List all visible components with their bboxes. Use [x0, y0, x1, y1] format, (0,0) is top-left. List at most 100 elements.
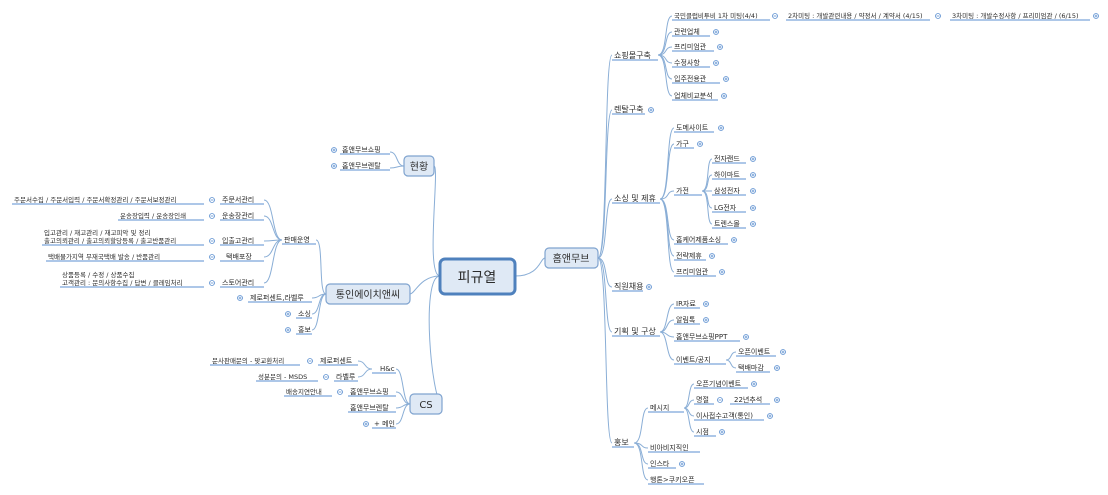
- node-meeting1[interactable]: 국민클럽비투비 1차 미팅(4/4): [672, 11, 770, 21]
- root-node[interactable]: 피규열: [438, 257, 517, 296]
- expand-icon[interactable]: [719, 429, 725, 435]
- node-order-detail[interactable]: 주문서수집 / 주문서입력 / 주문서확정관리 / 주문서보정관리: [12, 195, 204, 205]
- expand-icon[interactable]: [703, 317, 709, 323]
- expand-icon[interactable]: [703, 301, 709, 307]
- node-movein[interactable]: 이사접수고객(통인): [694, 411, 764, 421]
- node-shop-detail[interactable]: 배송지연안내: [284, 387, 332, 397]
- node-elec-land[interactable]: 전자랜드: [712, 154, 746, 164]
- collapse-icon[interactable]: [935, 13, 941, 19]
- main-node-homenmove[interactable]: 홈앤무브: [544, 247, 599, 269]
- node-furniture[interactable]: 가구: [674, 139, 694, 149]
- node-ir[interactable]: IR자료: [674, 299, 700, 309]
- node-inout-detail[interactable]: 입고관리 / 재고관리 / 재고피악 및 정리 출고의뢰관리 / 출고의뢰할당등…: [42, 228, 204, 246]
- node-delivery-deadline[interactable]: 택배마감: [736, 363, 770, 373]
- expand-icon[interactable]: [285, 311, 291, 317]
- node-invoice-mgmt[interactable]: 운송장관리: [220, 211, 264, 221]
- expand-icon[interactable]: [713, 29, 719, 35]
- node-planning[interactable]: 기획 및 구상: [612, 326, 660, 337]
- node-lg[interactable]: LG전자: [712, 203, 746, 213]
- node-mid-sourcing[interactable]: 소싱: [296, 309, 312, 319]
- node-store-detail[interactable]: 상품등록 / 수정 / 상품수집 고객관리 : 문의사항수집 / 답변 / 클레…: [60, 270, 204, 288]
- node-open-commem[interactable]: 오픈기념이벤트: [694, 379, 748, 389]
- node-sales-ops[interactable]: 판매운영: [282, 235, 316, 245]
- expand-icon[interactable]: [750, 172, 756, 178]
- node-label-detail[interactable]: 성분문의 - MSDS: [256, 372, 318, 382]
- expand-icon[interactable]: [774, 365, 780, 371]
- expand-icon[interactable]: [1093, 13, 1099, 19]
- collapse-icon[interactable]: [323, 374, 329, 380]
- expand-icon[interactable]: [331, 163, 337, 169]
- expand-icon[interactable]: [648, 107, 654, 113]
- node-invoice-detail[interactable]: 운송장입력 / 운송장인쇄: [118, 211, 204, 221]
- collapse-icon[interactable]: [337, 389, 343, 395]
- node-insta[interactable]: 인스타: [648, 459, 676, 469]
- expand-icon[interactable]: [331, 147, 337, 153]
- expand-icon[interactable]: [731, 237, 737, 243]
- expand-icon[interactable]: [717, 44, 723, 50]
- node-shopping[interactable]: 쇼핑몰구축: [612, 50, 658, 61]
- collapse-icon[interactable]: [209, 213, 215, 219]
- node-trends[interactable]: 트렌스몰: [712, 219, 746, 229]
- node-samsung[interactable]: 삼성전자: [712, 186, 746, 196]
- node-chuseok[interactable]: 22년추석: [730, 395, 770, 405]
- node-premium2[interactable]: 프리미엄관: [674, 267, 716, 277]
- node-promo[interactable]: 홍보: [612, 437, 634, 448]
- expand-icon[interactable]: [723, 76, 729, 82]
- node-open-event[interactable]: 오픈이벤트: [736, 347, 776, 357]
- node-packing[interactable]: 택배포장: [220, 252, 264, 262]
- node-cs-misc[interactable]: + 메인: [372, 419, 396, 429]
- collapse-icon[interactable]: [772, 13, 778, 19]
- node-label[interactable]: 라벨루: [334, 372, 358, 382]
- collapse-icon[interactable]: [209, 197, 215, 203]
- expand-icon[interactable]: [709, 253, 715, 259]
- collapse-icon[interactable]: [307, 358, 313, 364]
- node-rental[interactable]: 렌탈구축: [612, 104, 645, 115]
- node-domain[interactable]: 도메사이트: [674, 123, 714, 133]
- node-order-mgmt[interactable]: 주문서관리: [220, 195, 264, 205]
- expand-icon[interactable]: [751, 381, 757, 387]
- node-zero-detail[interactable]: 문사판매문의 - 맞교환처리: [210, 356, 300, 366]
- collapse-icon[interactable]: [209, 280, 215, 286]
- main-node-cs[interactable]: CS: [409, 393, 443, 415]
- collapse-icon[interactable]: [209, 254, 215, 260]
- expand-icon[interactable]: [750, 188, 756, 194]
- node-zero[interactable]: 제로퍼센트: [318, 356, 358, 366]
- expand-icon[interactable]: [780, 349, 786, 355]
- node-cs-shop[interactable]: 홈앤무브쇼핑: [348, 387, 396, 397]
- node-premium[interactable]: 프리미엄관: [672, 42, 714, 52]
- node-pong[interactable]: 행톤>쿠키오픈: [648, 475, 704, 485]
- node-packing-detail[interactable]: 택배물가지역 무재국택배 발송 / 반품관리: [46, 252, 204, 262]
- node-strategy[interactable]: 전략제휴: [674, 251, 706, 261]
- expand-icon[interactable]: [767, 413, 773, 419]
- expand-icon[interactable]: [721, 93, 727, 99]
- node-himart[interactable]: 하이마트: [712, 170, 746, 180]
- expand-icon[interactable]: [718, 125, 724, 131]
- node-status-rental[interactable]: 홈앤무브렌탈: [340, 161, 390, 171]
- node-fix[interactable]: 수정사항: [672, 58, 710, 68]
- main-node-status[interactable]: 현황: [403, 155, 435, 177]
- expand-icon[interactable]: [743, 334, 749, 340]
- node-status-shop[interactable]: 홈앤무브쇼핑: [340, 145, 390, 155]
- collapse-icon[interactable]: [209, 238, 215, 244]
- node-inout-mgmt[interactable]: 입출고관리: [220, 236, 264, 246]
- expand-icon[interactable]: [646, 284, 652, 290]
- node-related[interactable]: 관련업체: [672, 27, 710, 37]
- node-entry[interactable]: 입주전용관: [672, 74, 720, 84]
- collapse-icon[interactable]: [717, 397, 723, 403]
- expand-icon[interactable]: [237, 295, 243, 301]
- node-message[interactable]: 메시지: [648, 403, 684, 413]
- expand-icon[interactable]: [750, 205, 756, 211]
- expand-icon[interactable]: [285, 327, 291, 333]
- node-appliance[interactable]: 가전: [674, 186, 702, 196]
- expand-icon[interactable]: [679, 461, 685, 467]
- expand-icon[interactable]: [697, 141, 703, 147]
- node-holiday[interactable]: 명절: [694, 395, 714, 405]
- node-alimtalk[interactable]: 알림톡: [674, 315, 700, 325]
- node-event-notice[interactable]: 이벤트/공지: [674, 355, 726, 365]
- node-biz-card[interactable]: 비아비지직인: [648, 443, 700, 453]
- expand-icon[interactable]: [363, 421, 369, 427]
- expand-icon[interactable]: [719, 269, 725, 275]
- node-ppt[interactable]: 홈앤무브쇼핑PPT: [674, 332, 740, 342]
- node-mid-promo[interactable]: 홍보: [296, 325, 312, 335]
- expand-icon[interactable]: [750, 156, 756, 162]
